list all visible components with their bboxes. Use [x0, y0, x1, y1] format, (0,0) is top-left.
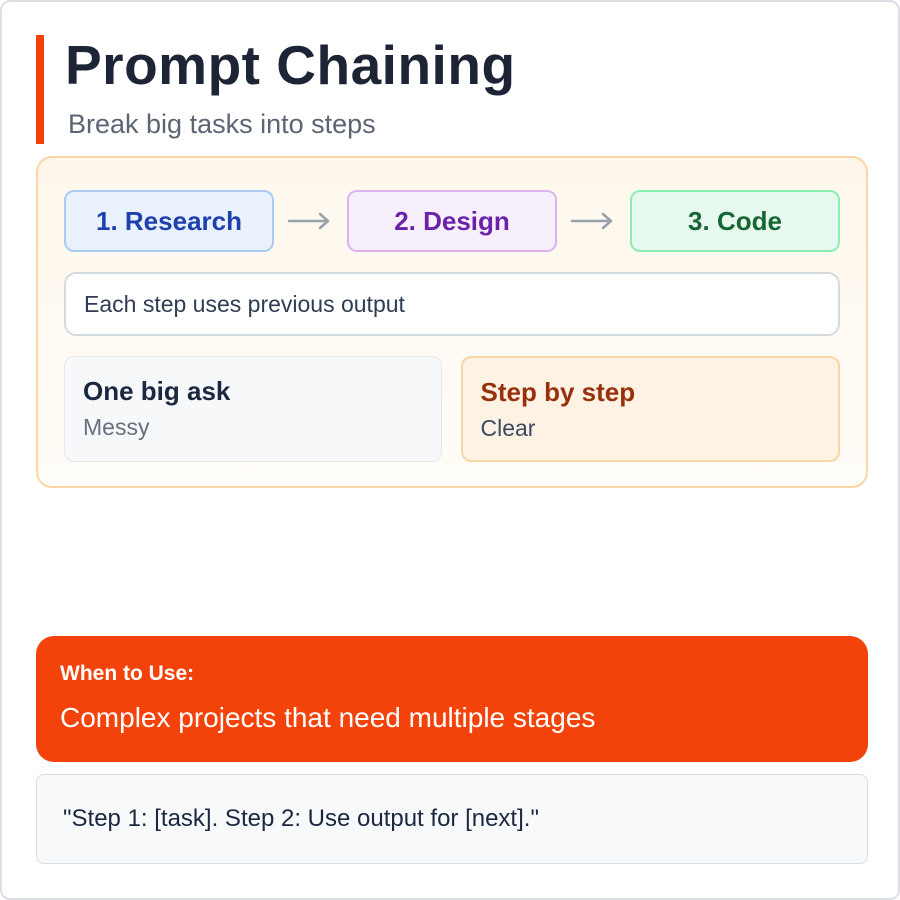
- comparison-good-title: Step by step: [480, 377, 636, 407]
- comparison-row: One big ask Messy Step by step Clear: [64, 356, 840, 462]
- when-to-use-banner: When to Use: Complex projects that need …: [36, 636, 868, 762]
- pipeline-note-box: Each step uses previous output: [64, 272, 840, 336]
- accent-bar: [36, 35, 44, 144]
- arrow-right-icon: [287, 211, 335, 231]
- step-chip-design-label: 2. Design: [394, 205, 510, 236]
- step-chip-research-label: 1. Research: [96, 205, 242, 236]
- arrow-right-icon: [570, 211, 618, 231]
- step-chip-code: 3. Code: [630, 190, 840, 252]
- step-chip-design: 2. Design: [347, 190, 557, 252]
- comparison-card-step-by-step: Step by step Clear: [460, 356, 840, 462]
- comparison-card-one-big-ask: One big ask Messy: [64, 356, 442, 462]
- comparison-bad-subtitle: Messy: [83, 413, 150, 440]
- comparison-bad-title: One big ask: [83, 376, 231, 406]
- flow-panel: 1. Research 2. Design 3. Code: [36, 156, 868, 488]
- comparison-good-subtitle: Clear: [480, 414, 536, 441]
- when-to-use-label: When to Use:: [60, 662, 195, 685]
- when-to-use-text: Complex projects that need multiple stag…: [60, 702, 596, 733]
- step-chip-research: 1. Research: [64, 190, 274, 252]
- flow-steps-row: 1. Research 2. Design 3. Code: [64, 190, 840, 252]
- page-title: Prompt Chaining: [65, 34, 516, 96]
- example-prompt-box: "Step 1: [task]. Step 2: Use output for …: [36, 774, 868, 864]
- example-prompt-text: "Step 1: [task]. Step 2: Use output for …: [63, 805, 539, 832]
- step-chip-code-label: 3. Code: [688, 205, 782, 236]
- pipeline-note-text: Each step uses previous output: [84, 290, 405, 317]
- page-subtitle: Break big tasks into steps: [68, 109, 376, 139]
